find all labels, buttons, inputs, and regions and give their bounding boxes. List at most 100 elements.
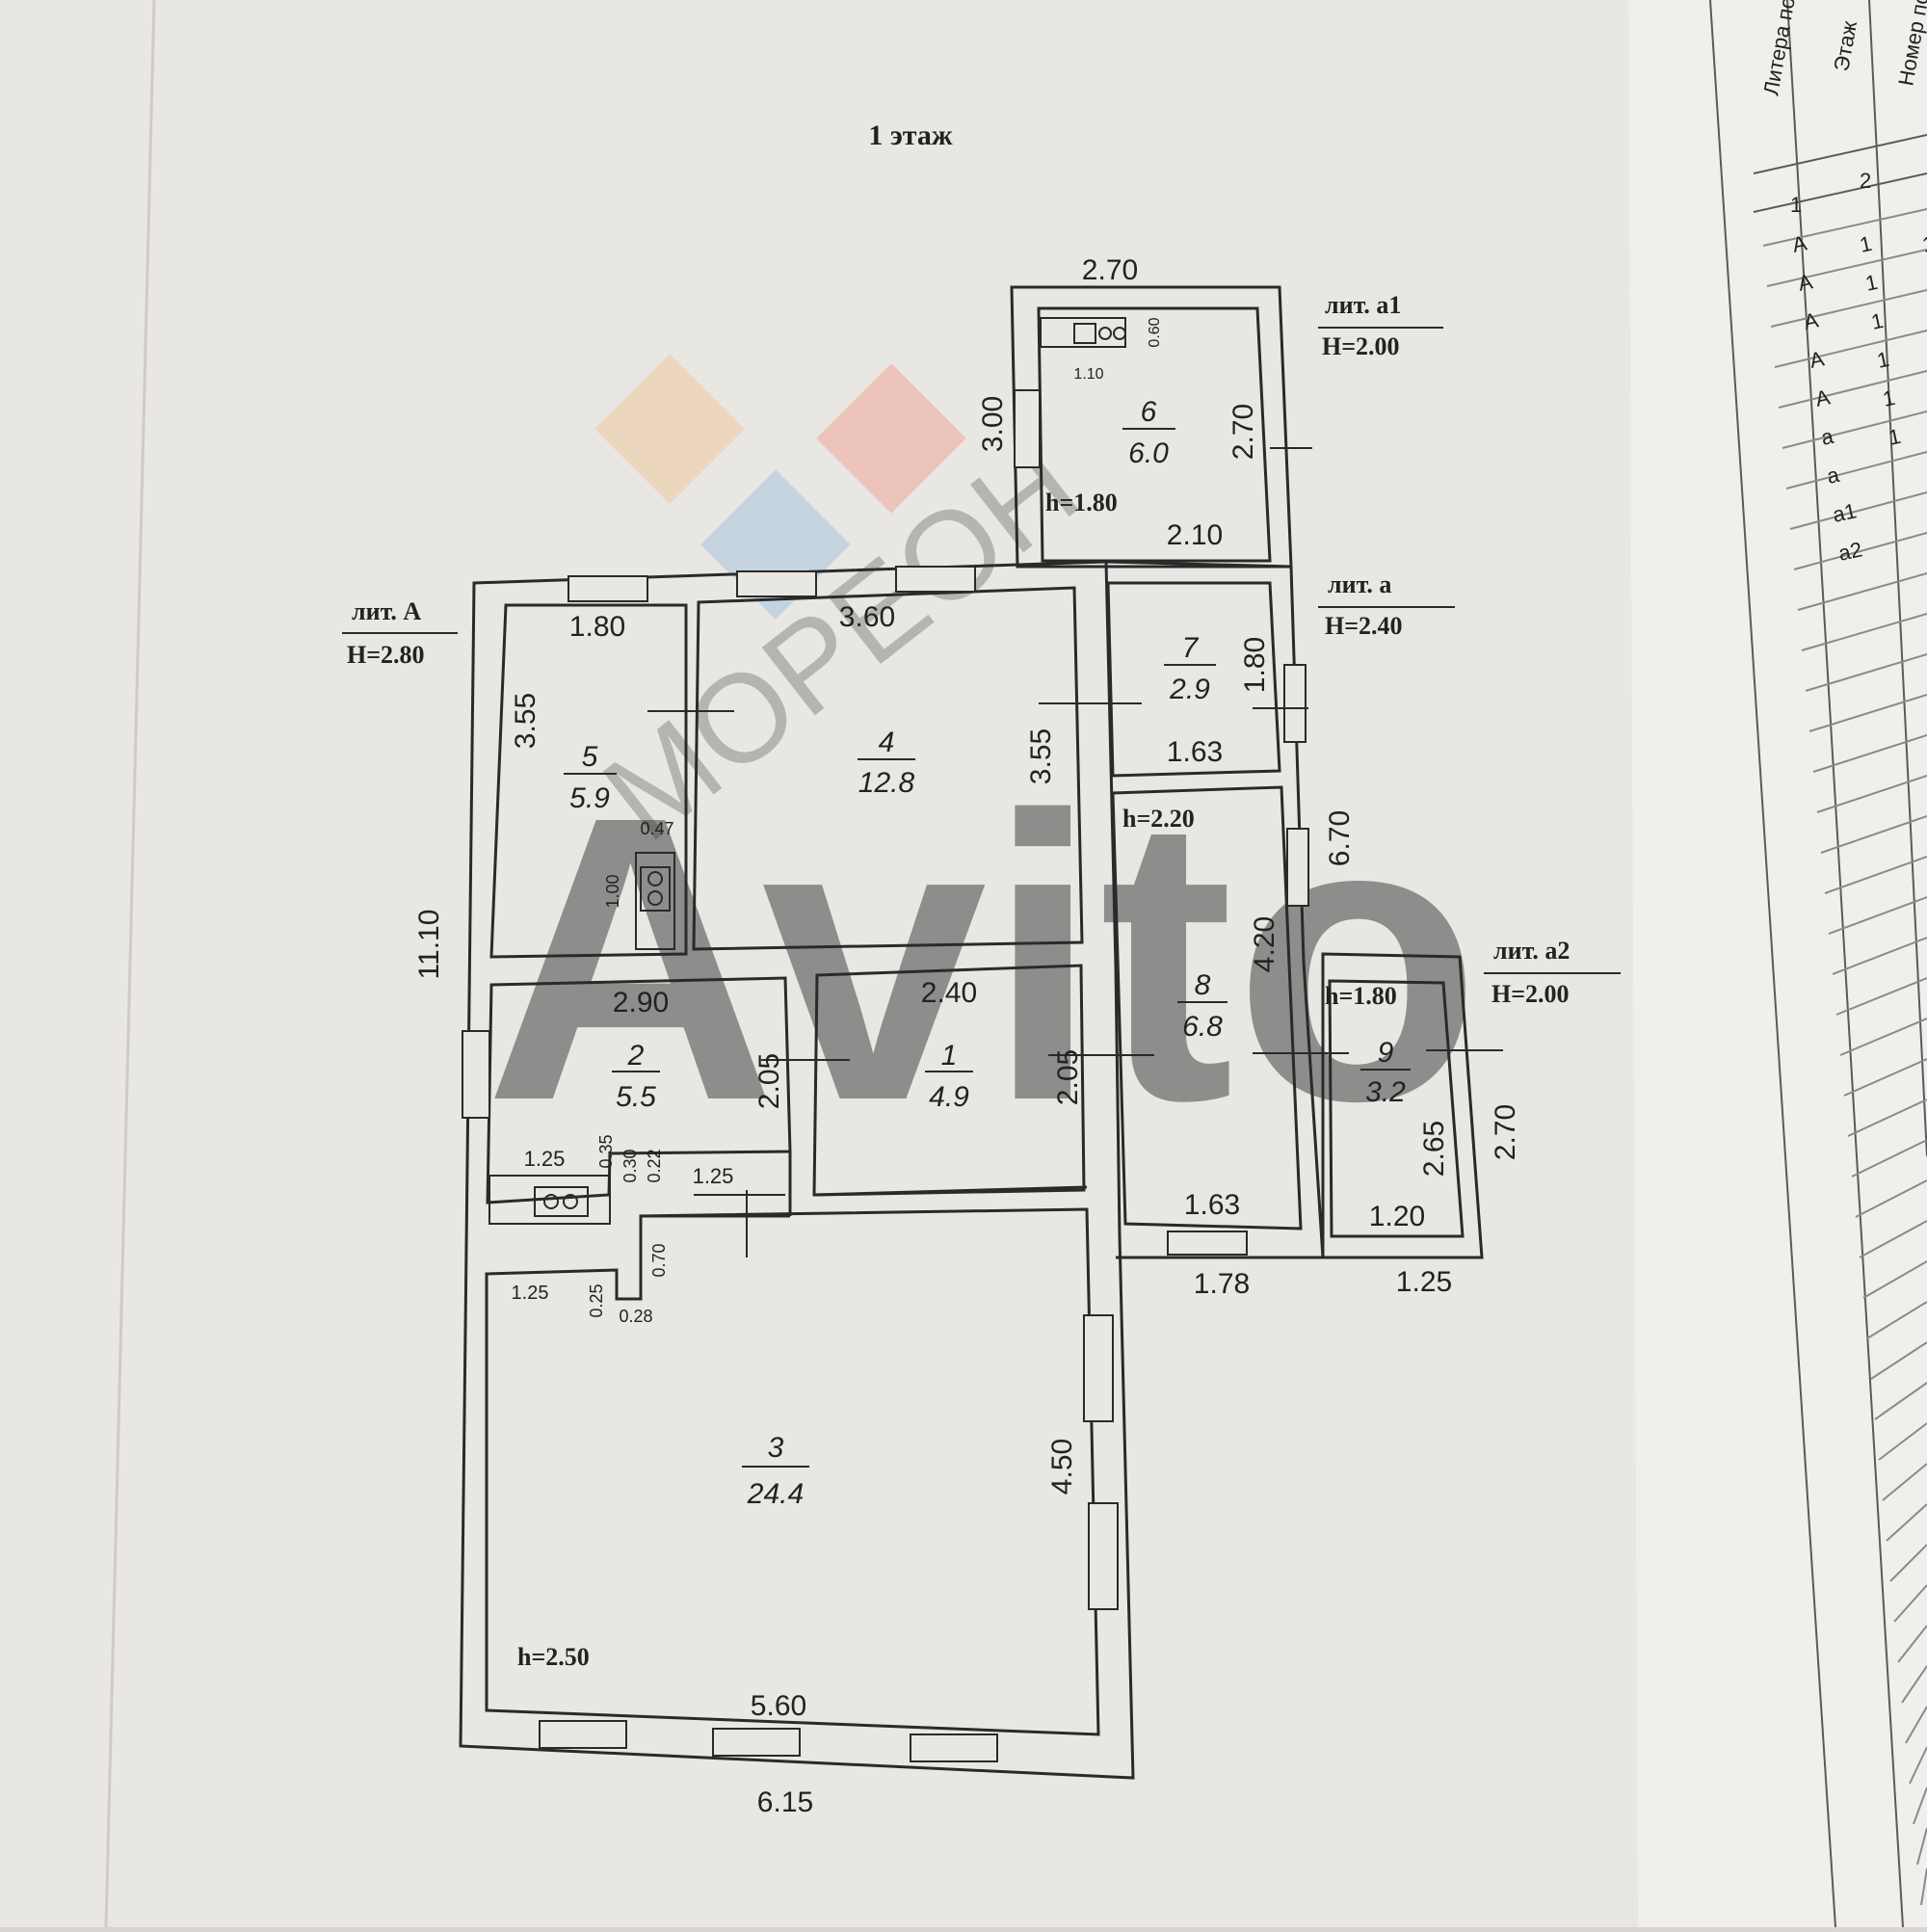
table-rule [1855, 1179, 1927, 1218]
table-cell: 1 [1858, 231, 1874, 257]
dim: 1.78 [1194, 1268, 1250, 1300]
room-number: 3 [768, 1432, 784, 1464]
table-rule [1866, 1301, 1927, 1339]
table-rule [1916, 1827, 1927, 1866]
room-2: 2 5.5 [612, 1040, 660, 1113]
room-number: 5 [582, 741, 598, 773]
dim: 1.20 [1369, 1201, 1425, 1232]
room-8: 8 6.8 [1177, 969, 1227, 1043]
h-a2: h=1.80 [1325, 982, 1397, 1010]
table-rule [1835, 977, 1927, 1016]
table-colnum: 2 [1860, 169, 1871, 193]
table-cell: 1 [1869, 308, 1886, 334]
table-rule [1886, 1503, 1927, 1542]
room-area: 24.4 [747, 1478, 804, 1510]
walls [459, 285, 1484, 1780]
dim: 3.00 [977, 396, 1009, 452]
table-cell: а2 [1836, 537, 1864, 566]
room-9: 9 3.2 [1360, 1037, 1411, 1108]
table-rule [1901, 1665, 1927, 1704]
table-rule [1862, 1260, 1927, 1299]
table-rule [1824, 856, 1927, 894]
table-cell: 1 [1863, 270, 1880, 296]
table-rule [1785, 451, 1927, 490]
table-rule [1762, 208, 1927, 247]
dim: 2.70 [1490, 1104, 1521, 1160]
lit-A-height: H=2.80 [347, 641, 425, 669]
room-area: 3.2 [1365, 1076, 1406, 1108]
room-1: 1 4.9 [925, 1040, 973, 1113]
table-page [1628, 0, 1927, 1927]
table-cell: 1 [1875, 347, 1891, 373]
dim: 2.70 [1227, 404, 1259, 460]
room-3: 3 24.4 [742, 1432, 809, 1510]
table-rule [1789, 491, 1927, 530]
table-rule [1801, 613, 1927, 651]
dim: 3.60 [839, 601, 895, 633]
lit-a2-height: H=2.00 [1491, 980, 1570, 1008]
table-cell: А [1796, 269, 1815, 296]
dim: 3.55 [510, 693, 541, 749]
door-marks [647, 447, 1503, 1257]
table-rule [1893, 1584, 1927, 1623]
stoves [488, 317, 1126, 1225]
table-rule [1832, 937, 1927, 975]
room-number: 6 [1141, 396, 1157, 428]
table-rule [1808, 694, 1927, 732]
room-4: 4 12.8 [858, 727, 915, 799]
room-area: 12.8 [858, 767, 915, 799]
paper-sheet [0, 0, 1638, 1927]
table-rule [1778, 370, 1927, 409]
table-rule [1843, 1058, 1927, 1097]
room-7: 7 2.9 [1164, 632, 1216, 705]
dim: 6.70 [1324, 810, 1356, 866]
room-number: 4 [879, 727, 895, 758]
table-rule [1878, 1422, 1927, 1461]
room-area: 2.9 [1169, 674, 1210, 705]
dim: 2.40 [921, 977, 977, 1009]
lit-labels: лит. А H=2.80 лит. а1 H=2.00 лит. а H=2.… [342, 291, 1621, 1671]
dim: 2.90 [613, 987, 669, 1019]
dim: 2.70 [1082, 254, 1138, 286]
table-cell: А [1802, 307, 1821, 334]
table-rule [1770, 289, 1927, 328]
dim: 0.30 [620, 1149, 640, 1182]
dim: 1.25 [512, 1283, 549, 1304]
lit-a2-label: лит. а2 [1493, 937, 1570, 965]
table-rule [1812, 734, 1927, 773]
h-room3: h=2.50 [517, 1643, 590, 1671]
dim: 1.10 [1073, 366, 1103, 383]
table-rule [1913, 1786, 1927, 1825]
room-number: 1 [941, 1040, 958, 1072]
table-rule [1839, 1018, 1927, 1056]
table-rule [1851, 1139, 1927, 1178]
room-number: 9 [1378, 1037, 1394, 1069]
dim: 1.25 [693, 1164, 734, 1188]
table-rule [1828, 896, 1927, 935]
dim: 4.50 [1046, 1439, 1078, 1495]
table-rule [1782, 410, 1927, 449]
room-labels: 1 4.9 2 5.5 3 24.4 4 12.8 5 5.9 6 6.0 [564, 396, 1411, 1510]
dim: 3.55 [1025, 728, 1057, 784]
dim: 0.28 [619, 1307, 652, 1326]
table-row: а2 [1836, 537, 1864, 566]
room-area: 6.8 [1182, 1011, 1223, 1043]
dim: 0.35 [596, 1134, 616, 1168]
dim: 1.25 [524, 1147, 566, 1171]
table-rule [1909, 1746, 1927, 1785]
plan-title: 1 этаж [868, 119, 953, 151]
table-rule [1874, 1382, 1927, 1420]
table-rule [1766, 249, 1927, 287]
h-a: h=2.20 [1122, 805, 1195, 833]
dimension-labels: 2.70 3.00 2.70 2.10 1.10 0.60 1.80 3.55 … [413, 254, 1521, 1818]
dim: 0.47 [640, 819, 673, 838]
h-a1: h=1.80 [1045, 489, 1118, 516]
dim: 5.60 [751, 1690, 806, 1722]
dim: 2.10 [1167, 519, 1223, 551]
lit-a1-label: лит. а1 [1325, 291, 1401, 319]
table-rule [1805, 653, 1927, 692]
room-5: 5 5.9 [564, 741, 617, 814]
dim: 1.80 [569, 611, 625, 643]
